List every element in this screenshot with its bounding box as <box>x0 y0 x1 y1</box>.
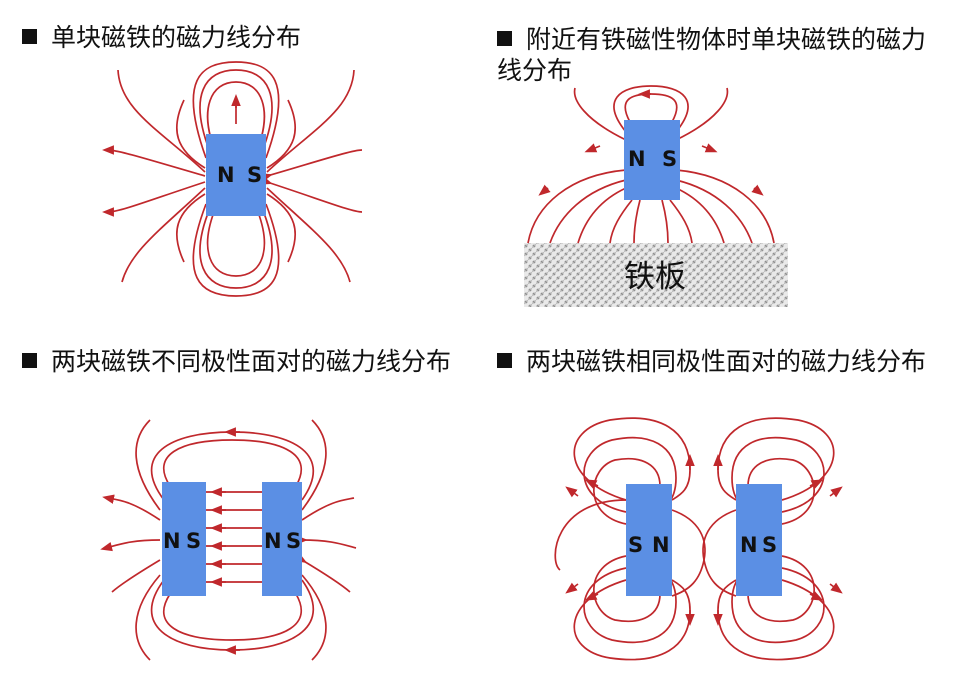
magnet-left <box>162 482 206 596</box>
diagram-opposite-poles: N S N S <box>100 419 357 661</box>
magnet-right <box>262 482 302 596</box>
magnet <box>624 120 680 200</box>
diagram-single-magnet: N S <box>102 61 363 297</box>
panel-title-magnet-near-iron: 附近有铁磁性物体时单块磁铁的磁力线分布 <box>497 24 947 86</box>
diagram-like-poles: S N N S <box>554 417 843 661</box>
panel-title-text: 附近有铁磁性物体时单块磁铁的磁力线分布 <box>497 25 927 85</box>
panel-title-like-poles: 两块磁铁相同极性面对的磁力线分布 <box>497 346 926 377</box>
panel-title-single-magnet: 单块磁铁的磁力线分布 <box>22 22 301 53</box>
north-pole-label: N <box>652 533 670 557</box>
panel-title-text: 两块磁铁不同极性面对的磁力线分布 <box>51 347 452 376</box>
magnet-right <box>736 484 782 596</box>
south-pole-label: S <box>286 529 301 553</box>
north-pole-label: N <box>628 147 646 171</box>
magnet-left <box>626 484 672 596</box>
south-pole-label: S <box>186 529 201 553</box>
diagram-magnet-near-iron: 铁板 N S <box>524 85 788 307</box>
bullet-square-icon <box>497 31 512 46</box>
bullet-square-icon <box>22 353 37 368</box>
north-pole-label: N <box>264 529 282 553</box>
panel-title-text: 单块磁铁的磁力线分布 <box>51 23 302 52</box>
south-pole-label: S <box>762 533 777 557</box>
north-pole-label: N <box>217 163 235 187</box>
panel-title-opposite-poles: 两块磁铁不同极性面对的磁力线分布 <box>22 346 451 377</box>
south-pole-label: S <box>628 533 643 557</box>
magnet <box>206 134 266 216</box>
south-pole-label: S <box>247 163 262 187</box>
north-pole-label: N <box>740 533 758 557</box>
bullet-square-icon <box>497 353 512 368</box>
iron-plate <box>524 243 788 307</box>
south-pole-label: S <box>662 147 677 171</box>
north-pole-label: N <box>163 529 181 553</box>
panel-title-text: 两块磁铁相同极性面对的磁力线分布 <box>526 347 927 376</box>
bullet-square-icon <box>22 29 37 44</box>
iron-plate-label: 铁板 <box>624 259 686 295</box>
